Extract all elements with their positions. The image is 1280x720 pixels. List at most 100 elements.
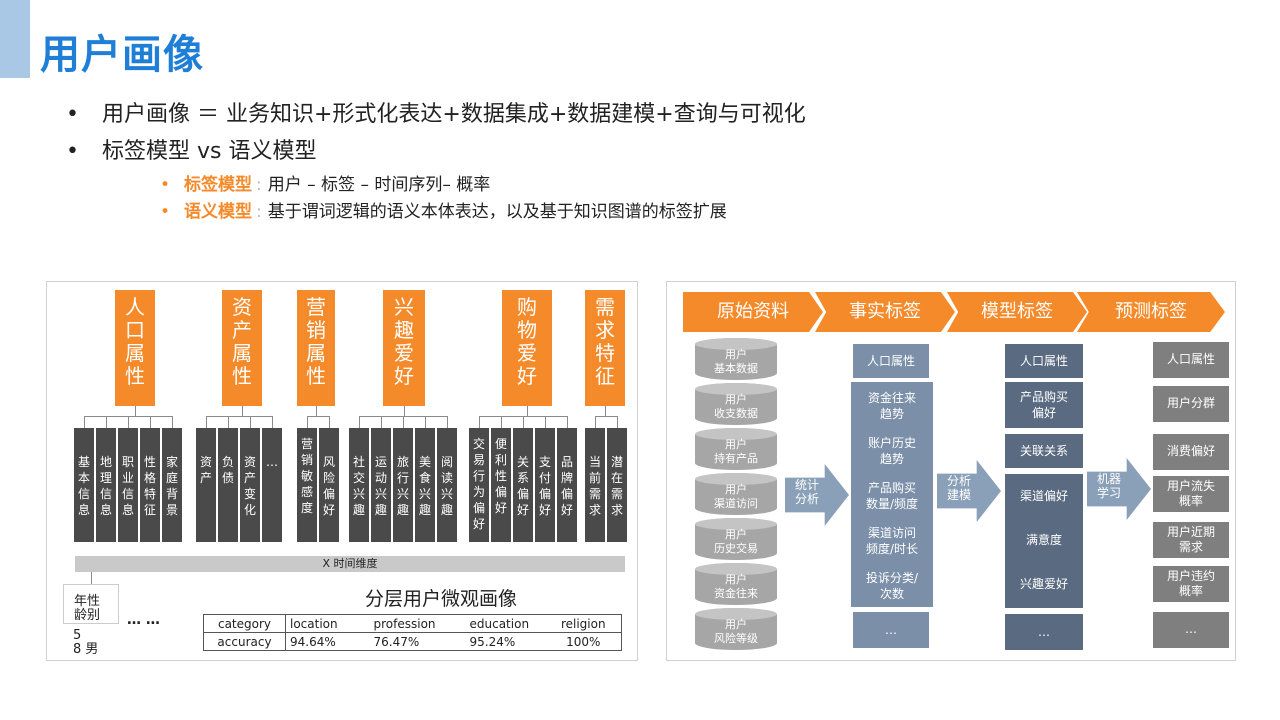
- connector-line: [316, 406, 317, 416]
- subtag-box: 风 险 偏 好: [319, 428, 339, 542]
- sub-bullet-2-text: 基于谓词逻辑的语义本体表达，以及基于知识图谱的标签扩展: [267, 202, 727, 222]
- model-tag-more: …: [1005, 614, 1083, 650]
- sub-bullet-1-key: 标签模型: [184, 175, 252, 195]
- connector-line: [228, 416, 229, 428]
- connector-line: [135, 406, 136, 416]
- subtag-box: 旅 行 兴 趣: [393, 428, 413, 542]
- sub-bullet-2-sep: :: [256, 202, 262, 222]
- raw-data-cylinder: 用户 持有产品: [695, 428, 777, 470]
- prediction-tag: 用户违约 概率: [1153, 566, 1229, 602]
- connector-line: [567, 416, 568, 428]
- flow-arrow: 统计 分析: [785, 464, 849, 526]
- table-cell: 100%: [545, 632, 622, 651]
- subtag-box: 资 产 变 化: [240, 428, 260, 542]
- subtag-box: 地 理 信 息: [96, 428, 116, 542]
- model-tag: 渠道偏好: [1019, 489, 1068, 503]
- subtag-box: 运 动 兴 趣: [371, 428, 391, 542]
- table-cell: religion: [545, 614, 622, 633]
- raw-data-label: 用户 资金往来: [714, 573, 758, 600]
- bullet-1-text: 用户画像 ＝ 业务知识+形式化表达+数据集成+数据建模+查询与可视化: [102, 102, 806, 127]
- connector-line: [404, 406, 405, 416]
- stage-chevron: 事实标签: [815, 292, 955, 332]
- stage-chevron: 模型标签: [947, 292, 1087, 332]
- subtag-box: 职 业 信 息: [118, 428, 138, 542]
- prediction-tag: 用户分群: [1153, 386, 1229, 422]
- sub-bullet-1: •标签模型:用户 – 标签 – 时间序列– 概率: [160, 175, 491, 195]
- model-tag: 人口属性: [1005, 344, 1083, 378]
- time-axis-bar: X 时间维度: [75, 556, 625, 572]
- connector-line: [128, 416, 129, 428]
- micro-profile-panel: 人 口 属 性基 本 信 息地 理 信 息职 业 信 息性 格 特 征家 庭 背…: [46, 281, 638, 661]
- model-tag: 满意度: [1025, 533, 1062, 547]
- category-box: 需 求 特 征: [585, 290, 625, 406]
- connector-line: [250, 416, 251, 428]
- sub-bullet-1-text: 用户 – 标签 – 时间序列– 概率: [267, 175, 491, 195]
- sub-bullet-1-sep: :: [256, 175, 262, 195]
- raw-data-label: 用户 风险等级: [714, 618, 758, 645]
- model-tag-group: 渠道偏好满意度兴趣爱好: [1005, 474, 1083, 608]
- connector-line: [272, 416, 273, 428]
- connector-line: [381, 416, 382, 428]
- connector-line: [242, 406, 243, 416]
- connector-line: [91, 572, 92, 586]
- table-cell: 76.47%: [369, 632, 466, 651]
- raw-data-cylinder: 用户 收支数据: [695, 383, 777, 425]
- connector-line: [617, 416, 618, 428]
- subtag-box: 家 庭 背 景: [162, 428, 182, 542]
- connector-line: [206, 416, 207, 428]
- connector-line: [84, 416, 85, 428]
- micro-profile-caption: 分层用户微观画像: [365, 588, 518, 610]
- raw-data-cylinder: 用户 历史交易: [695, 518, 777, 560]
- subtag-box: 交 易 行 为 偏 好: [469, 428, 489, 542]
- bullet-2-text: 标签模型 vs 语义模型: [102, 139, 317, 164]
- connector-line: [523, 416, 524, 428]
- raw-data-cylinder: 用户 风险等级: [695, 608, 777, 650]
- fact-tag: 账户历史 趋势: [867, 436, 916, 466]
- category-box: 购 物 爱 好: [502, 290, 552, 406]
- sample-gender: 8 男: [73, 642, 99, 657]
- connector-line: [501, 416, 502, 428]
- fact-tag: 投诉分类/ 次数: [865, 571, 919, 601]
- table-cell: 94.64%: [285, 632, 370, 651]
- subtag-box: 便 利 性 偏 好: [491, 428, 511, 542]
- table-cell: category: [203, 614, 286, 633]
- bullet-2: •标签模型 vs 语义模型: [66, 139, 317, 164]
- connector-line: [595, 416, 596, 428]
- raw-data-cylinder: 用户 渠道访问: [695, 473, 777, 515]
- model-tag: 兴趣爱好: [1019, 577, 1068, 591]
- fact-tag: 人口属性: [853, 344, 929, 378]
- table-cell: 95.24%: [465, 632, 546, 651]
- subtag-box: 品 牌 偏 好: [557, 428, 577, 542]
- subtag-box: 阅 读 兴 趣: [437, 428, 457, 542]
- subtag-box: 当 前 需 求: [585, 428, 605, 542]
- connector-line: [172, 416, 173, 428]
- connector-line: [403, 416, 404, 428]
- prediction-tag: 人口属性: [1153, 342, 1229, 378]
- raw-data-cylinder: 用户 资金往来: [695, 563, 777, 605]
- subtag-box: 支 付 偏 好: [535, 428, 555, 542]
- title-accent-bar: [0, 0, 30, 78]
- raw-data-label: 用户 渠道访问: [714, 483, 758, 510]
- connector-line: [307, 416, 308, 428]
- sub-bullet-2-key: 语义模型: [184, 202, 252, 222]
- table-cell: education: [465, 614, 546, 633]
- category-box: 营 销 属 性: [297, 290, 335, 406]
- table-row: accuracy 94.64% 76.47% 95.24% 100%: [203, 632, 622, 651]
- raw-data-label: 用户 收支数据: [714, 393, 758, 420]
- table-cell: accuracy: [203, 632, 286, 651]
- model-tag: 关联关系: [1005, 434, 1083, 468]
- subtag-box: 美 食 兴 趣: [415, 428, 435, 542]
- connector-line: [106, 416, 107, 428]
- raw-data-label: 用户 持有产品: [714, 438, 758, 465]
- stage-chevron: 预测标签: [1077, 292, 1225, 332]
- table-cell: location: [285, 614, 370, 633]
- more-records: … …: [127, 612, 160, 628]
- table-cell: profession: [369, 614, 466, 633]
- raw-data-label: 用户 历史交易: [714, 528, 758, 555]
- prediction-tag: 用户近期 需求: [1153, 522, 1229, 558]
- connector-line: [545, 416, 546, 428]
- sample-age: 5: [73, 628, 82, 643]
- subtag-box: 负 债: [218, 428, 238, 542]
- category-box: 资 产 属 性: [222, 290, 262, 406]
- connector-line: [605, 406, 606, 416]
